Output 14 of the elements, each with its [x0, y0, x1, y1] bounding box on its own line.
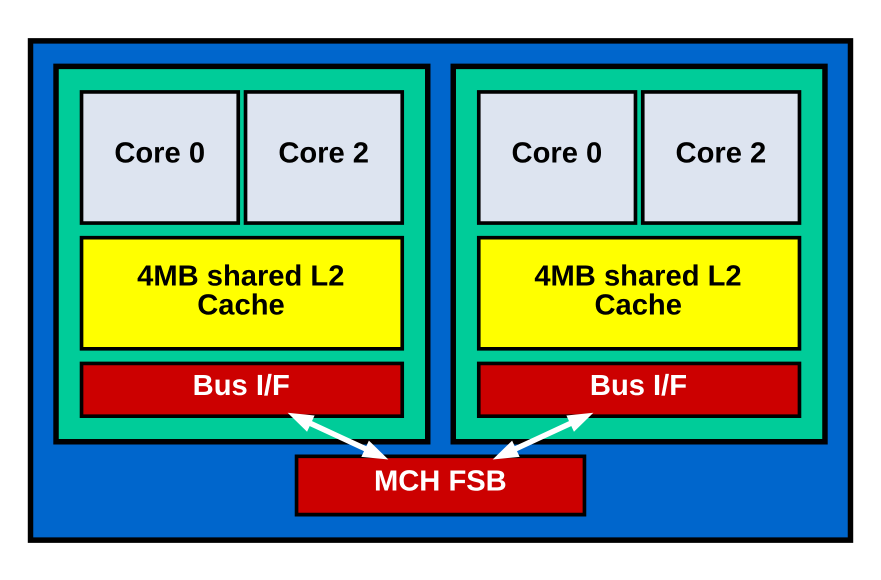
cluster [53, 63, 430, 444]
node-box: Core 0 [476, 90, 638, 224]
node-box: Bus I/F [80, 361, 404, 418]
arrow [288, 412, 388, 459]
node-box: MCH FSB [294, 454, 586, 516]
node-box: Bus I/F [476, 361, 802, 418]
cluster [28, 38, 854, 542]
node-box: Core 0 [80, 90, 240, 224]
node-box: 4MB shared L2 Cache [80, 235, 404, 350]
node-box: Core 2 [640, 90, 802, 224]
arrow [492, 412, 594, 459]
cluster [450, 63, 828, 444]
node-box: 4MB shared L2 Cache [476, 235, 802, 350]
node-box: Core 2 [244, 90, 404, 224]
